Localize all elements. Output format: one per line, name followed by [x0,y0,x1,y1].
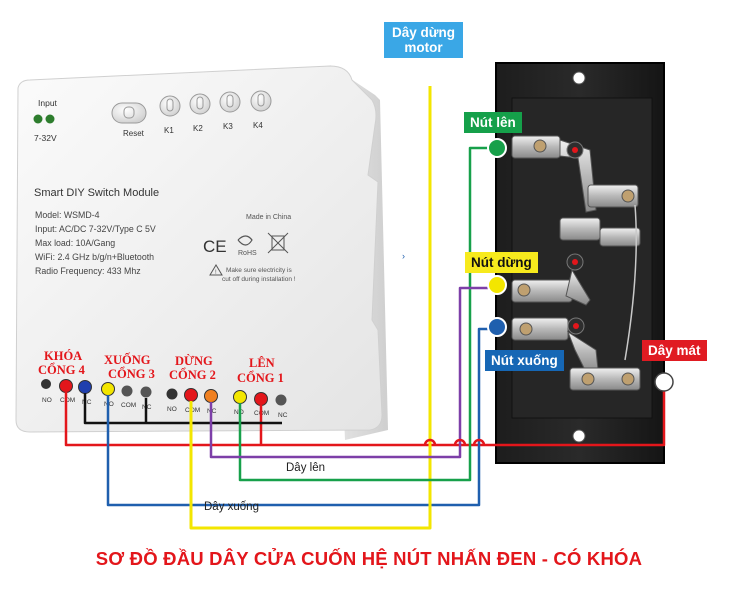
wire-red-common [64,382,666,447]
label-com-2: COM [185,407,200,414]
terminal-nc-3 [140,386,152,398]
diagram-caption: SƠ ĐỒ ĐẦU DÂY CỬA CUỐN HỆ NÚT NHẤN ĐEN -… [95,548,643,569]
channel4-label-2: CỔNG 4 [38,362,86,377]
input-led-left [33,114,43,124]
spec-line-1: Model: WSMD-4 [35,210,100,220]
reset-label: Reset [123,129,145,138]
label-up-wire: Dây lên [286,462,325,474]
terminal-no-1 [233,390,247,404]
label-com-4: COM [60,397,75,404]
dot-up [487,138,507,158]
crossings [423,438,486,446]
channel-labels: KHÓA CỔNG 4 XUỐNG CỔNG 3 DỪNG CỔNG 2 LÊN… [38,349,284,385]
label-com-3: COM [121,402,136,409]
wire-green-up [238,146,488,482]
label-nc-4: NC [82,399,92,406]
weee-bin-icon [267,232,289,254]
terminal-screw [41,379,51,389]
wires [64,86,666,530]
tag-down-button: Nút xuống [485,350,564,371]
terminal-com-4 [59,379,73,393]
made-in-china: Made in China [246,214,291,221]
terminal-com-2 [184,388,198,402]
dot-down [487,317,507,337]
module-body [15,65,383,433]
label-no-4: NO [42,397,52,404]
wire-blue-down [106,327,497,507]
channel1-label-1: LÊN [249,356,275,370]
k2-label: K2 [193,124,203,133]
contact-block-up [511,135,639,213]
tag-stop-motor-wire: Dây dừng motor [384,22,464,58]
module-name: Smart DIY Switch Module [34,187,159,199]
contact-block-stop [511,217,641,306]
label-down-wire: Dây xuống [204,501,259,513]
k3-label: K3 [223,122,233,131]
channel4-label-1: KHÓA [44,349,82,363]
arrow-mark: › [402,251,405,261]
terminal-nc-4 [78,380,92,394]
tag-stop-motor-line1: Dây dừng [392,25,456,40]
channel2-label-2: CỔNG 2 [169,367,216,382]
reset-button[interactable]: Reset [111,102,147,138]
input-label: Input [38,98,58,108]
wire-yellow-stop [189,86,432,530]
dot-ground [654,372,674,392]
k1-label: K1 [164,126,174,135]
spec-line-2: Input: AC/DC 7-32V/Type C 5V [35,224,156,234]
contact-block-down [511,317,641,391]
channel1-label-2: CỔNG 1 [237,370,284,385]
switch-module: Input 7-32V Reset K1 K2 K3 K4 [15,65,388,440]
mount-hole-top [572,71,586,85]
warning-line-1: Make sure electricity is [226,267,292,274]
input-led-right [45,114,55,124]
spec-line-3: Max load: 10A/Gang [35,238,115,248]
channel3-label-1: XUỐNG [104,352,151,367]
mount-hole-bottom [572,429,586,443]
tag-ground-wire: Dây mát [642,340,707,361]
spec-line-4: WiFi: 2.4 GHz b/g/n+Bluetooth [35,252,154,262]
wire-purple-stop [209,286,497,459]
terminal-nc-2 [204,389,218,403]
channel3-label-2: CỔNG 3 [108,366,155,381]
tag-up-button: Nút lên [464,112,522,133]
svg-text:!: ! [215,270,217,276]
warning-line-2: cut off during installation ! [222,276,296,283]
k4-label: K4 [253,121,263,130]
label-no-2: NO [167,406,177,413]
spec-line-5: Radio Frequency: 433 Mhz [35,266,141,276]
warning-icon: ! [209,264,223,276]
ce-mark: CE [203,237,227,256]
terminal-com-1 [254,392,268,406]
tag-stop-button: Nút dừng [465,252,538,273]
channel4-terminals: NO COM NC [41,379,92,406]
channel2-label-1: DỪNG [175,354,213,368]
rohs-label: RoHS [238,250,257,257]
rohs-icon: RoHS [237,235,257,257]
label-nc-1: NC [278,412,288,419]
wire-black-lock [83,393,282,425]
k1-button[interactable]: K1 [159,95,181,135]
k3-button[interactable]: K3 [219,91,241,131]
tag-stop-motor-line2: motor [404,40,443,55]
k4-button[interactable]: K4 [250,90,272,130]
dot-stop [487,275,507,295]
k2-button[interactable]: K2 [189,93,211,133]
input-voltage: 7-32V [34,133,57,143]
bridge-wire [624,204,637,361]
terminal-nc-1 [275,394,287,406]
terminal-no-2 [166,388,178,400]
terminal-no-3 [101,382,115,396]
channel3-terminals: NO COM NC [101,382,152,411]
terminal-com-3 [121,385,133,397]
